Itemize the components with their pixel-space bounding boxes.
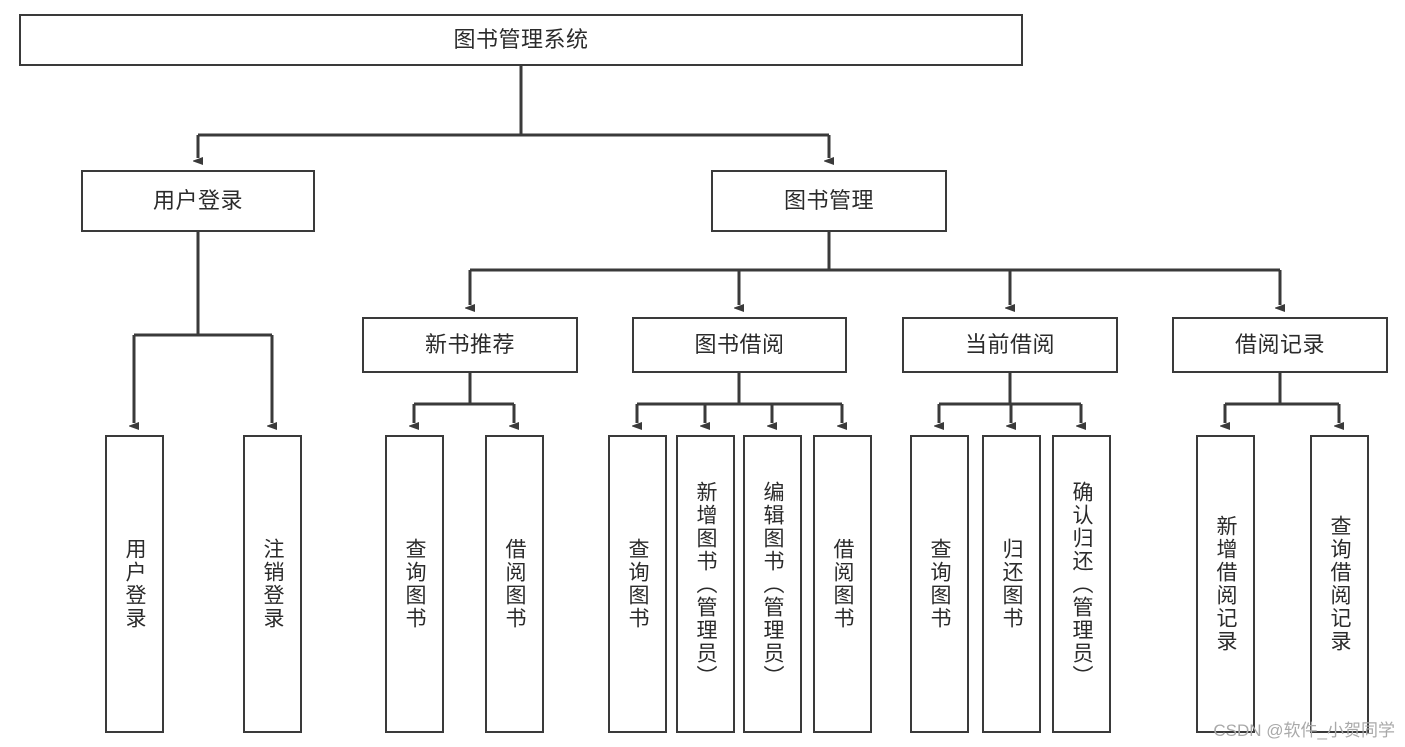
connector-group-book-manage: [470, 232, 1280, 305]
node-new-book-recommend[interactable]: 新书推荐: [362, 317, 578, 373]
node-borrow-record-label: 借阅记录: [1234, 332, 1325, 358]
node-book-borrow[interactable]: 图书借阅: [632, 317, 847, 373]
node-leaf-user-login[interactable]: 用户登录: [105, 435, 164, 733]
node-book-manage-label: 图书管理: [783, 188, 874, 214]
node-leaf-edit-book-label: 编辑图书（管理员）: [761, 480, 784, 688]
node-leaf-user-logout[interactable]: 注销登录: [243, 435, 302, 733]
node-leaf-query-record[interactable]: 查询借阅记录: [1310, 435, 1369, 733]
node-leaf-edit-book[interactable]: 编辑图书（管理员）: [743, 435, 802, 733]
node-leaf-query-book-3-label: 查询图书: [928, 538, 951, 630]
node-leaf-query-book-1[interactable]: 查询图书: [385, 435, 444, 733]
node-leaf-return-book[interactable]: 归还图书: [982, 435, 1041, 733]
node-leaf-query-book-2-label: 查询图书: [626, 538, 649, 630]
node-user-login[interactable]: 用户登录: [81, 170, 315, 232]
connector-group-new-book-recommend: [414, 373, 514, 423]
node-leaf-query-book-2[interactable]: 查询图书: [608, 435, 667, 733]
node-book-borrow-label: 图书借阅: [694, 332, 785, 358]
node-root-label: 图书管理系统: [453, 27, 589, 53]
connector-group-current-borrow: [939, 373, 1081, 423]
node-current-borrow[interactable]: 当前借阅: [902, 317, 1118, 373]
node-user-login-label: 用户登录: [152, 188, 243, 214]
connector-group-root: [198, 66, 829, 158]
connector-group-borrow-record: [1225, 373, 1339, 423]
node-leaf-add-record[interactable]: 新增借阅记录: [1196, 435, 1255, 733]
node-leaf-query-record-label: 查询借阅记录: [1328, 515, 1351, 653]
node-leaf-add-book[interactable]: 新增图书（管理员）: [676, 435, 735, 733]
node-leaf-add-book-label: 新增图书（管理员）: [694, 480, 717, 688]
node-leaf-user-logout-label: 注销登录: [261, 538, 284, 630]
node-leaf-user-login-label: 用户登录: [123, 538, 146, 630]
node-borrow-record[interactable]: 借阅记录: [1172, 317, 1388, 373]
node-leaf-borrow-book-2[interactable]: 借阅图书: [813, 435, 872, 733]
node-leaf-borrow-book-1-label: 借阅图书: [503, 538, 526, 630]
node-leaf-borrow-book-1[interactable]: 借阅图书: [485, 435, 544, 733]
node-leaf-borrow-book-2-label: 借阅图书: [831, 538, 854, 630]
node-current-borrow-label: 当前借阅: [964, 332, 1055, 358]
node-new-book-recommend-label: 新书推荐: [424, 332, 515, 358]
connector-group-book-borrow: [637, 373, 842, 423]
node-leaf-return-book-label: 归还图书: [1000, 538, 1023, 630]
node-leaf-query-book-1-label: 查询图书: [403, 538, 426, 630]
node-leaf-add-record-label: 新增借阅记录: [1214, 515, 1237, 653]
connector-group-user-login: [134, 232, 272, 423]
node-leaf-query-book-3[interactable]: 查询图书: [910, 435, 969, 733]
node-book-manage[interactable]: 图书管理: [711, 170, 947, 232]
node-leaf-confirm-return-label: 确认归还（管理员）: [1070, 480, 1093, 688]
node-leaf-confirm-return[interactable]: 确认归还（管理员）: [1052, 435, 1111, 733]
watermark-text: CSDN @软件_小贺同学: [1213, 721, 1395, 740]
node-root[interactable]: 图书管理系统: [19, 14, 1023, 66]
